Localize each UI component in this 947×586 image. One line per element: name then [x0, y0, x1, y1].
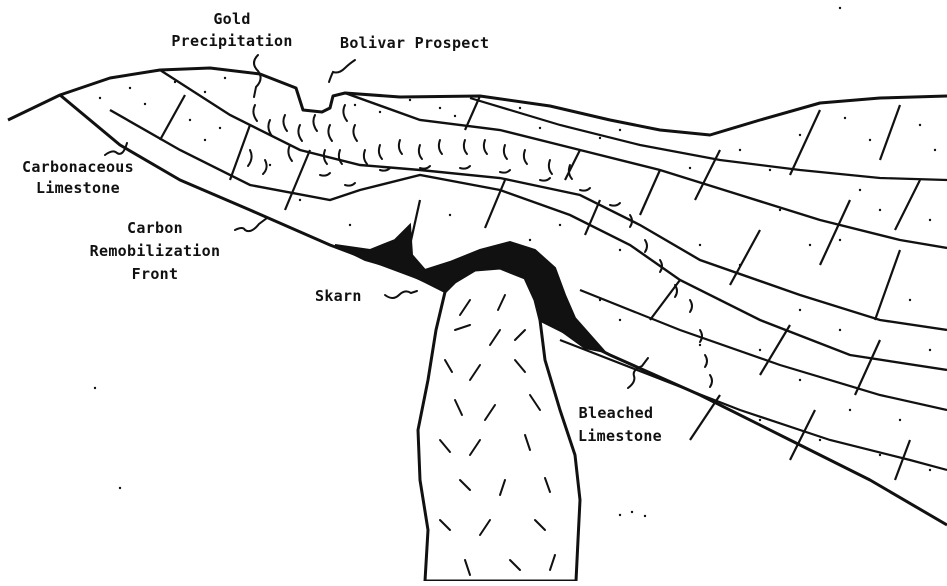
bedding-plane-6 [580, 290, 947, 410]
label-carbonaceous-line2: Limestone [36, 179, 120, 197]
leader-bolivar [329, 60, 355, 82]
leader-skarn [385, 291, 417, 298]
label-bleached-line1: Bleached [579, 404, 654, 422]
label-bleached-line2: Limestone [578, 427, 662, 445]
label-bolivar-prospect: Bolivar Prospect [340, 34, 489, 52]
label-carbon-line1: Carbon [127, 219, 183, 237]
label-carbon-line3: Front [132, 265, 179, 283]
label-skarn: Skarn [315, 287, 362, 305]
label-gold-line1: Gold [213, 10, 250, 28]
label-carbonaceous-line1: Carbonaceous [22, 158, 134, 176]
leader-gold [254, 55, 261, 97]
bedding-plane-4 [470, 98, 947, 180]
label-carbon-line2: Remobilization [90, 242, 221, 260]
leader-carbon-front [235, 218, 267, 231]
label-gold-line2: Precipitation [171, 32, 292, 50]
leader-carbonaceous [105, 143, 127, 155]
